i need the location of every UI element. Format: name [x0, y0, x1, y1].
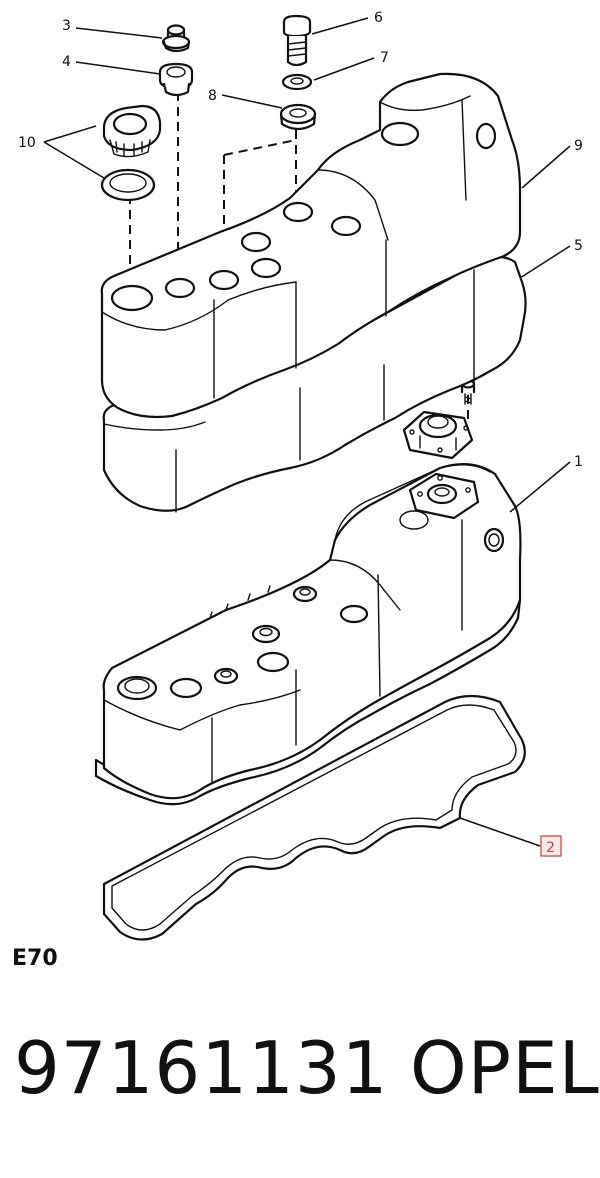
- callout-6: 6: [374, 10, 383, 26]
- callout-2-highlight: 2: [540, 835, 562, 857]
- callout-7: 7: [380, 50, 389, 66]
- callout-5: 5: [574, 238, 583, 254]
- callout-labels: 3 4 8 10 6 7 9 5 1 2: [18, 10, 583, 857]
- grommet-part-8: [279, 103, 317, 131]
- callout-9: 9: [574, 138, 583, 154]
- bolt-part-6: [282, 14, 312, 67]
- baffle-part-5: [102, 255, 527, 513]
- upper-cover-part-9: [100, 72, 522, 419]
- leader-lines: [43, 17, 571, 847]
- callout-8: 8: [208, 88, 217, 104]
- filler-cap-seal-part-10: [100, 168, 156, 202]
- part-number: 97161131: [14, 1026, 389, 1110]
- rocker-cover-part-1: [94, 463, 522, 806]
- diagram-code: E70: [12, 946, 58, 971]
- callout-2: 2: [546, 840, 555, 856]
- bolt-part-3: [161, 24, 191, 53]
- brand-name: OPEL: [410, 1026, 600, 1110]
- callout-3: 3: [62, 18, 71, 34]
- callout-10: 10: [18, 135, 36, 151]
- callout-1: 1: [574, 454, 583, 470]
- callout-4: 4: [62, 54, 71, 70]
- breather-valve: [402, 410, 474, 460]
- gasket-part-2: [102, 694, 526, 941]
- washer-part-7: [281, 73, 313, 91]
- grommet-part-4: [158, 62, 194, 97]
- oil-filler-cap-part-10: [102, 104, 162, 158]
